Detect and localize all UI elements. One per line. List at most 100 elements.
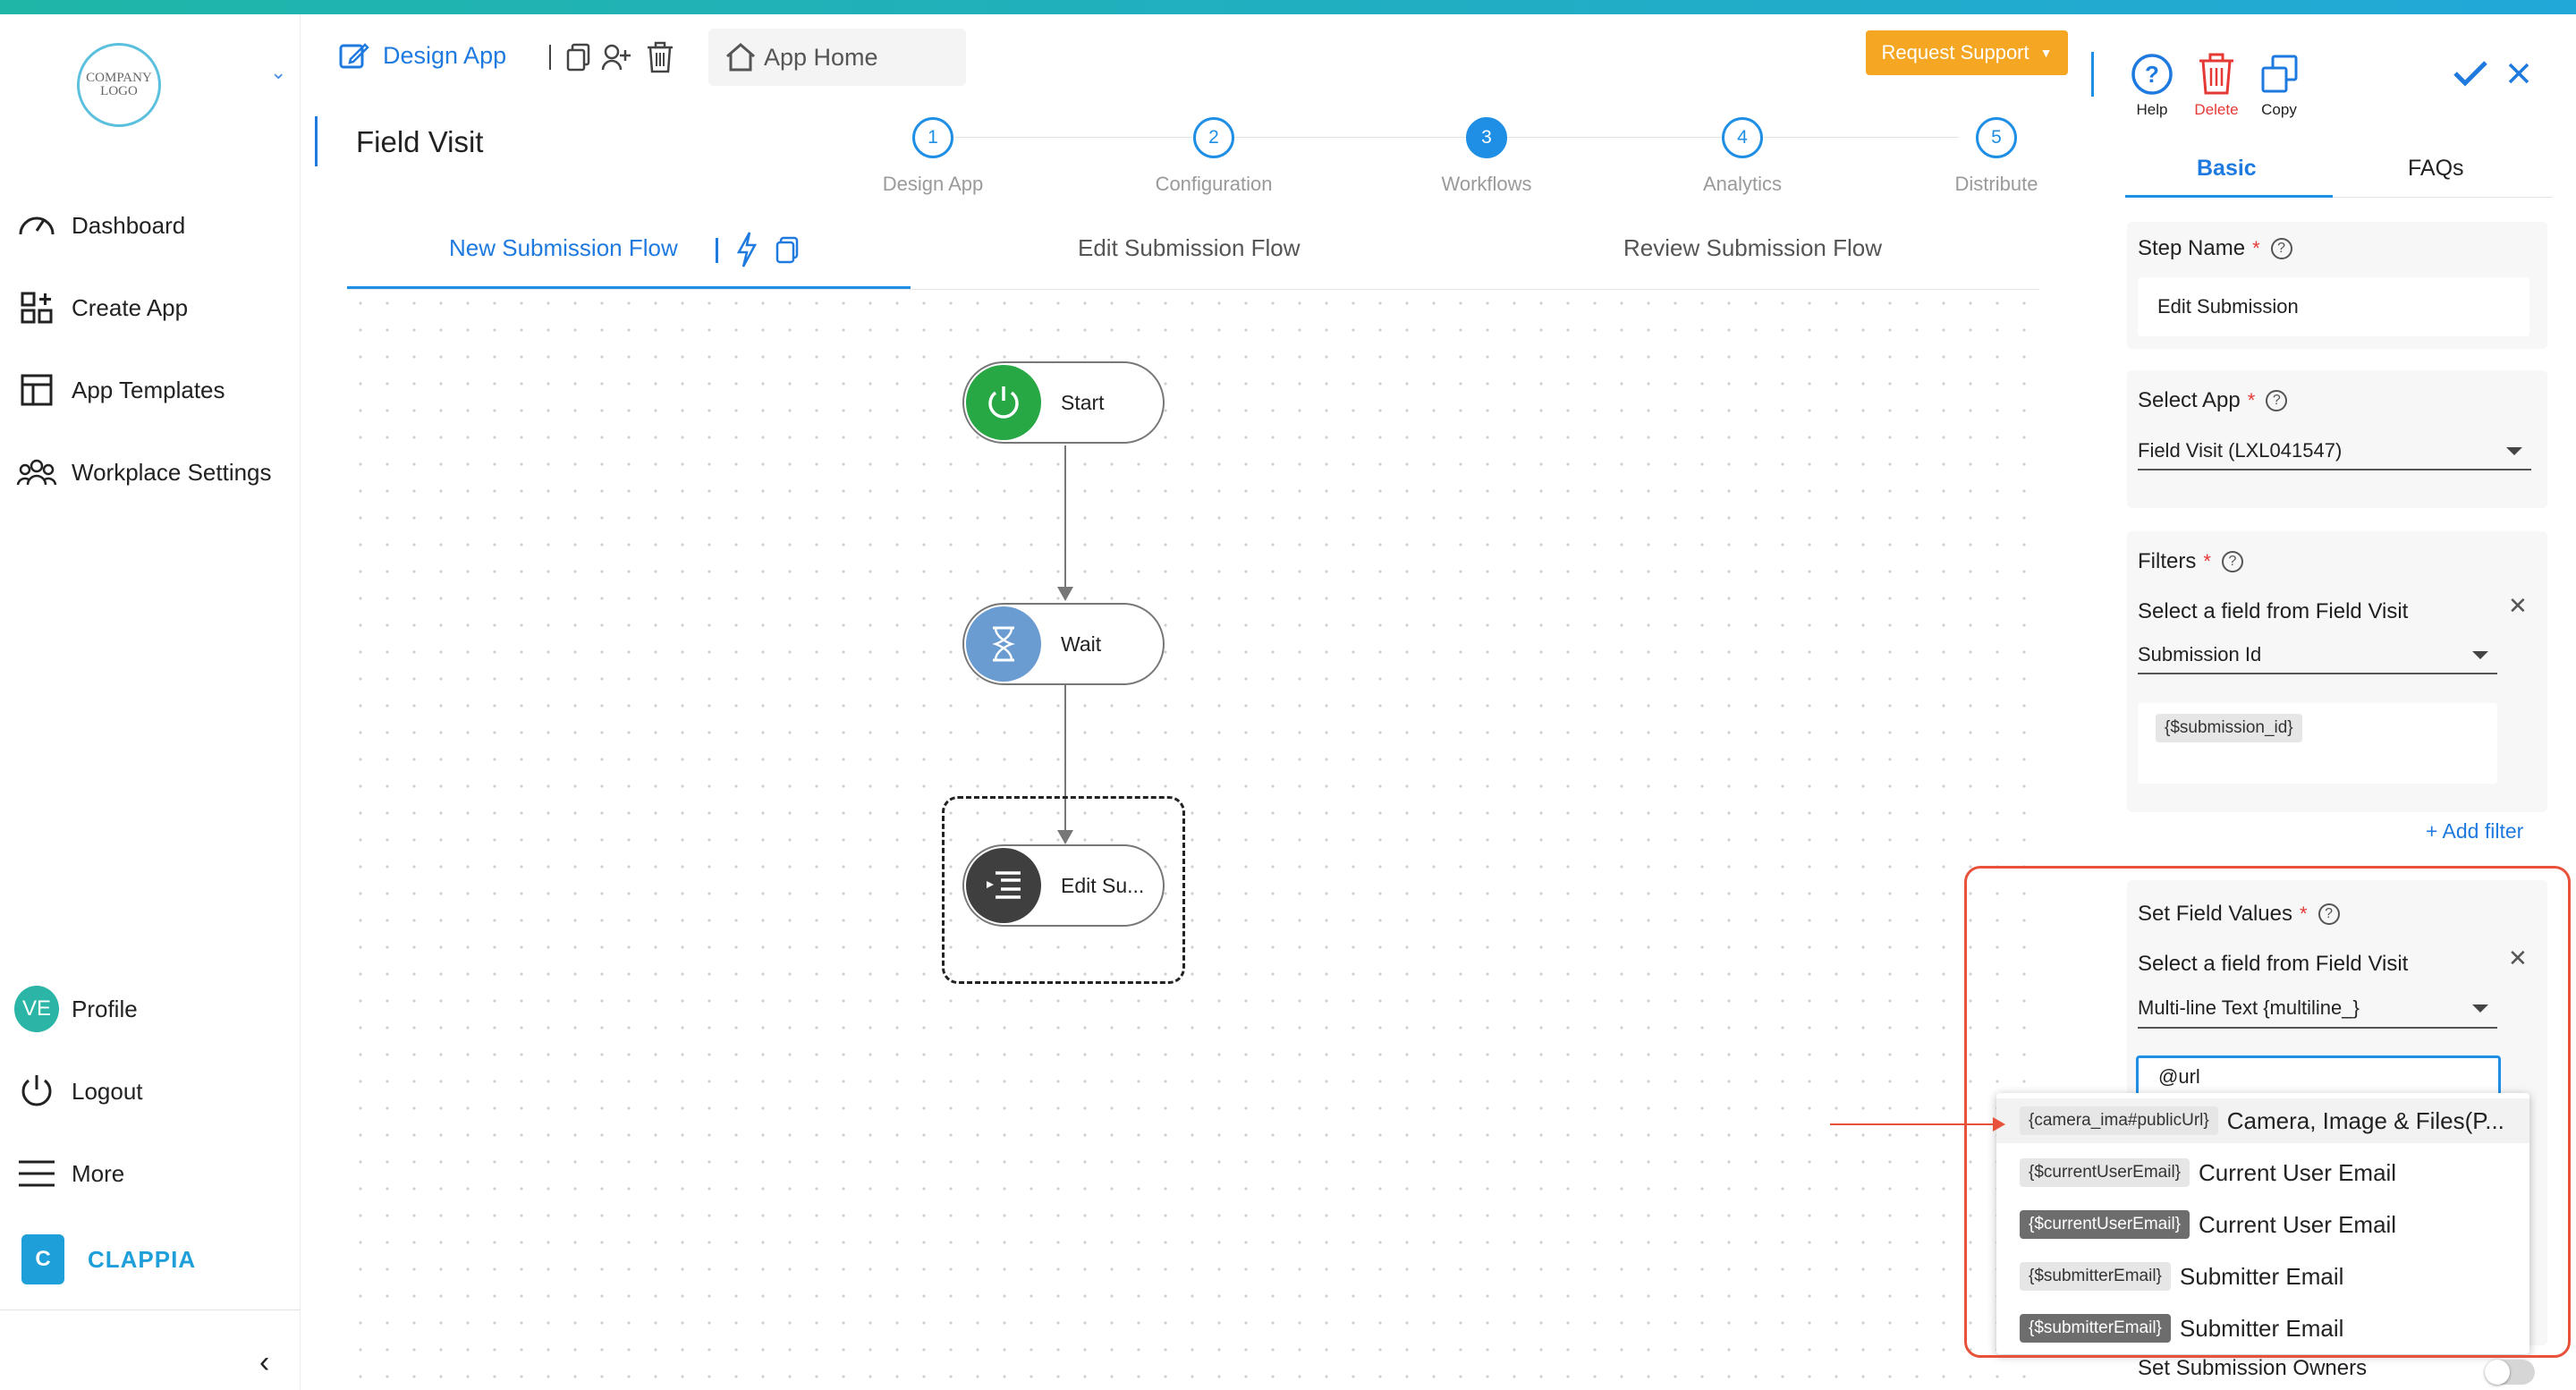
request-support-button[interactable]: Request Support ▼ — [1866, 30, 2068, 75]
collapse-sidebar-icon[interactable]: ‹ — [259, 1345, 270, 1379]
divider — [549, 45, 551, 70]
autocomplete-dropdown: {camera_ima#publicUrl} Camera, Image & F… — [1996, 1093, 2529, 1354]
sidebar-divider — [0, 1309, 301, 1310]
copy-button[interactable]: Copy — [2256, 52, 2302, 119]
caret-down-icon: ▼ — [2039, 46, 2053, 60]
caret-down-icon — [2472, 1004, 2488, 1013]
step-name-input[interactable]: Edit Submission — [2138, 277, 2529, 336]
sidebar-item-label: Dashboard — [72, 211, 186, 239]
sidebar-item-app-templates[interactable]: App Templates — [14, 365, 292, 415]
sidebar-item-create-app[interactable]: Create App — [14, 283, 292, 333]
tab-review-submission-flow[interactable]: Review Submission Flow — [1623, 234, 1882, 261]
sidebar-item-workplace-settings[interactable]: Workplace Settings — [14, 447, 292, 497]
suggestion-item[interactable]: {$submitterEmail} Submitter Email — [2020, 1306, 2343, 1351]
select-app-card — [2127, 370, 2547, 508]
help-icon[interactable]: ? — [2266, 390, 2288, 411]
suggestion-item[interactable]: {$currentUserEmail} Current User Email — [2020, 1150, 2396, 1195]
trash-icon — [2199, 53, 2233, 95]
edit-icon — [338, 39, 370, 72]
menu-icon — [14, 1151, 59, 1196]
tab-new-submission-flow[interactable]: New Submission Flow — [449, 234, 678, 261]
delete-button[interactable]: Delete — [2190, 52, 2243, 119]
suggestion-item[interactable]: {$submitterEmail} Submitter Email — [2020, 1254, 2343, 1299]
grid-plus-icon — [14, 285, 59, 330]
lightning-icon[interactable] — [735, 231, 758, 273]
copy-flow-icon[interactable] — [775, 236, 800, 269]
close-icon[interactable]: ✕ — [2508, 592, 2528, 619]
arrow-down-icon — [1057, 587, 1073, 601]
stepper-track — [953, 137, 1959, 138]
add-filter-link[interactable]: + Add filter — [2426, 819, 2524, 843]
panel-accent — [2091, 52, 2094, 97]
hourglass-icon — [966, 606, 1041, 682]
page-title: Field Visit — [356, 125, 484, 158]
arrow-right-icon — [1993, 1117, 2005, 1131]
set-field-dropdown[interactable]: Multi-line Text {multiline_} — [2138, 989, 2497, 1029]
highlight-annotation — [1964, 866, 2571, 1358]
filter-field-prompt: Select a field from Field Visit — [2138, 599, 2409, 623]
gauge-icon — [14, 203, 59, 248]
help-icon[interactable]: ? — [2221, 551, 2243, 572]
active-tab-indicator — [347, 286, 911, 289]
filter-value-chip: {$submission_id} — [2156, 714, 2302, 742]
connector-line — [1064, 445, 1066, 590]
help-icon[interactable]: ? — [2318, 903, 2340, 925]
tab-edit-submission-flow[interactable]: Edit Submission Flow — [1078, 234, 1301, 261]
set-field-prompt: Select a field from Field Visit — [2138, 952, 2409, 976]
brand-name: CLAPPIA — [88, 1245, 197, 1273]
help-button[interactable]: ? Help — [2127, 52, 2177, 119]
design-app-link[interactable]: Design App — [338, 39, 506, 72]
filter-field-dropdown[interactable]: Submission Id — [2138, 637, 2497, 674]
sidebar-item-logout[interactable]: Logout — [14, 1066, 292, 1116]
filters-label: Filters*? — [2138, 549, 2243, 574]
close-icon[interactable] — [2506, 61, 2531, 90]
help-icon: ? — [2131, 54, 2173, 95]
close-icon[interactable]: ✕ — [2508, 945, 2528, 971]
brand-logo: C CLAPPIA — [21, 1234, 196, 1284]
suggestion-item[interactable]: {camera_ima#publicUrl} Camera, Image & F… — [1996, 1098, 2529, 1143]
copy-icon — [2261, 55, 2298, 93]
step-distribute[interactable]: 5 Distribute — [1916, 117, 2077, 196]
tab-faqs[interactable]: FAQs — [2408, 156, 2464, 181]
suggestion-item[interactable]: {$currentUserEmail} Current User Email — [2020, 1202, 2396, 1247]
app-home-label: App Home — [764, 43, 878, 71]
step-configuration[interactable]: 2 Configuration — [1133, 117, 1294, 196]
select-app-dropdown[interactable]: Field Visit (LXL041547) — [2138, 433, 2531, 470]
sidebar-item-more[interactable]: More — [14, 1148, 292, 1199]
sidebar-item-label: App Templates — [72, 376, 225, 403]
tab-rule — [347, 289, 2039, 290]
node-edit-submission[interactable]: Edit Su... — [962, 844, 1165, 927]
add-user-icon[interactable] — [601, 43, 631, 76]
node-wait[interactable]: Wait — [962, 603, 1165, 685]
select-app-label: Select App*? — [2138, 388, 2288, 413]
node-start[interactable]: Start — [962, 361, 1165, 444]
title-accent — [315, 116, 318, 166]
step-analytics[interactable]: 4 Analytics — [1662, 117, 1823, 196]
sidebar-item-label: More — [72, 1159, 125, 1187]
submission-owners-toggle[interactable] — [2485, 1360, 2535, 1385]
brand-icon: C — [21, 1234, 64, 1284]
tab-basic[interactable]: Basic — [2197, 156, 2257, 181]
layout-icon — [14, 368, 59, 412]
step-design-app[interactable]: 1 Design App — [852, 117, 1013, 196]
sidebar-item-profile[interactable]: VE Profile — [14, 984, 292, 1034]
check-icon[interactable] — [2453, 59, 2488, 92]
trash-icon[interactable] — [646, 41, 674, 78]
set-submission-owners-label: Set Submission Owners — [2138, 1356, 2368, 1380]
arrow-down-icon — [1057, 830, 1073, 844]
app-home-link[interactable]: App Home — [708, 29, 966, 86]
step-workflows[interactable]: 3 Workflows — [1406, 117, 1567, 196]
svg-text:?: ? — [2145, 61, 2159, 88]
copy-app-icon[interactable] — [565, 43, 592, 76]
help-icon[interactable]: ? — [2270, 238, 2292, 259]
workflow-canvas[interactable] — [347, 290, 2046, 1390]
sidebar-item-dashboard[interactable]: Dashboard — [14, 200, 292, 250]
sidebar-item-label: Create App — [72, 293, 189, 321]
chevron-down-icon[interactable]: ⌄ — [270, 61, 287, 83]
field-value-input[interactable]: @url — [2136, 1055, 2501, 1098]
power-icon — [14, 1069, 59, 1114]
step-name-label: Step Name*? — [2138, 236, 2292, 261]
sidebar-item-label: Workplace Settings — [72, 458, 272, 486]
power-icon — [966, 365, 1041, 440]
avatar: VE — [14, 986, 59, 1032]
